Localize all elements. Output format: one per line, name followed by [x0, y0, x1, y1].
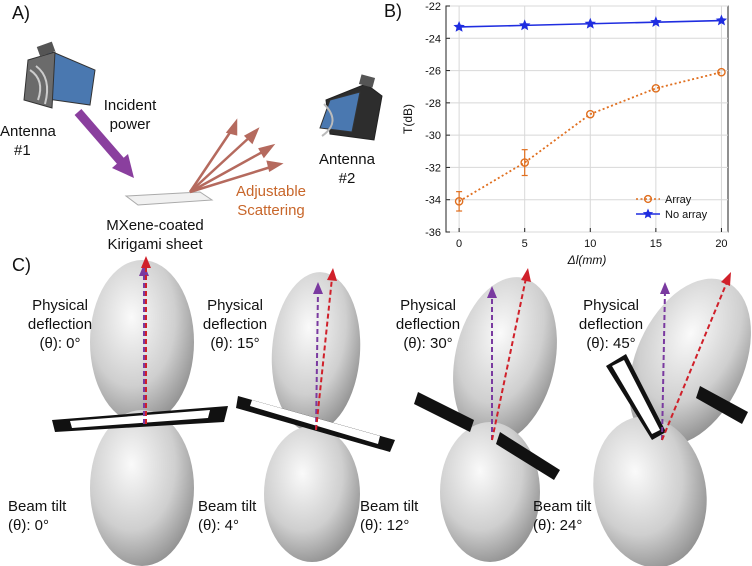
y-tick-label: -22 — [425, 1, 441, 13]
panel-a-illustration — [23, 41, 383, 206]
pattern-0deg — [52, 256, 228, 566]
data-point — [454, 197, 464, 206]
y-axis-label: T(dB) — [401, 104, 415, 134]
antenna-2-label: Antenna #2 — [319, 151, 375, 187]
data-point — [584, 17, 596, 29]
data-point — [585, 109, 595, 119]
data-point — [650, 16, 662, 27]
pattern-45deg — [593, 272, 751, 566]
x-tick-label: 0 — [456, 238, 462, 250]
beam-tilt-label-24: Beam tilt (θ): 24° — [533, 498, 592, 534]
data-point — [453, 21, 465, 32]
antenna-1-label: Antenna #1 — [0, 123, 56, 159]
beam-tilt-label-12: Beam tilt (θ): 12° — [360, 498, 419, 534]
legend-label-0: Array — [665, 194, 692, 206]
panel-c-label: C) — [12, 255, 31, 275]
adjustable-scattering-label: Adjustable Scattering — [235, 183, 307, 219]
data-point — [651, 84, 661, 93]
legend-marker-1 — [642, 208, 654, 219]
deflection-label-45: Physical deflection (θ): 45° — [578, 297, 644, 352]
deflection-label-0: Physical deflection (θ): 0° — [27, 297, 93, 352]
y-tick-label: -30 — [425, 130, 441, 142]
y-tick-label: -28 — [425, 98, 441, 110]
legend-label-1: No array — [665, 209, 708, 221]
kirigami-sheet-shape — [124, 191, 214, 206]
pattern-30deg — [414, 268, 560, 562]
deflection-label-15: Physical deflection (θ): 15° — [202, 297, 268, 352]
antenna-2-icon — [319, 74, 383, 141]
scattered-arrows — [188, 118, 284, 194]
series-line-0 — [458, 71, 722, 203]
data-point — [519, 19, 531, 31]
y-tick-label: -24 — [425, 33, 441, 45]
x-axis-label: Δl(mm) — [567, 253, 607, 267]
pattern-15deg — [236, 268, 395, 562]
beam-tilt-label-4: Beam tilt (θ): 4° — [198, 498, 257, 534]
y-tick-label: -36 — [425, 227, 441, 239]
panel-a-label: A) — [12, 3, 30, 23]
panel-b-label: B) — [384, 1, 402, 21]
incident-power-label: Incident power — [103, 97, 157, 133]
legend-marker-0 — [643, 194, 653, 204]
x-tick-label: 15 — [650, 238, 662, 250]
x-tick-label: 5 — [522, 238, 528, 250]
data-point — [520, 158, 529, 167]
y-tick-label: -34 — [425, 195, 441, 207]
kirigami-sheet-label: MXene-coated Kirigami sheet — [106, 217, 204, 253]
antenna-1-icon — [23, 41, 96, 109]
x-tick-label: 20 — [715, 238, 727, 250]
x-tick-label: 10 — [584, 238, 596, 250]
y-tick-label: -32 — [425, 162, 441, 174]
beam-tilt-label-0: Beam tilt (θ): 0° — [8, 498, 67, 534]
deflection-label-30: Physical deflection (θ): 30° — [395, 297, 461, 352]
data-point — [715, 14, 728, 26]
y-tick-label: -26 — [425, 66, 441, 78]
incident-power-arrow — [74, 109, 134, 178]
data-point — [717, 67, 726, 77]
